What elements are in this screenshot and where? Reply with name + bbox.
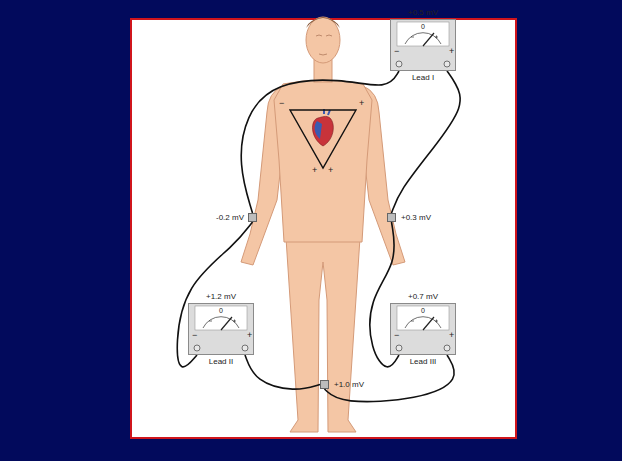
dial-zero: 0 xyxy=(391,307,455,315)
heart xyxy=(313,109,334,146)
electrode: -0.2 mV xyxy=(248,213,257,222)
polarity-sign: + xyxy=(312,166,317,175)
polarity-sign: + xyxy=(328,166,333,175)
terminal-sign: − xyxy=(394,47,399,56)
electrode-voltage: -0.2 mV xyxy=(216,213,244,223)
terminal-sign: + xyxy=(247,331,252,340)
terminal-sign: + xyxy=(449,331,454,340)
meter-face: 0 xyxy=(188,303,254,355)
meter-face: 0 xyxy=(390,303,456,355)
terminal-sign: + xyxy=(449,47,454,56)
electrode-voltage: +1.0 mV xyxy=(334,380,364,390)
lead-meter: +0.5 mV 0Lead I xyxy=(388,8,458,83)
terminal-sign: − xyxy=(394,331,399,340)
dial-zero: 0 xyxy=(189,307,253,315)
polarity-sign: + xyxy=(359,99,364,108)
lead-meter: +1.2 mV 0Lead II xyxy=(186,292,256,367)
lead-name: Lead III xyxy=(388,357,458,367)
polarity-sign: − xyxy=(279,99,284,108)
electrode: +1.0 mV xyxy=(320,380,329,389)
dial-zero: 0 xyxy=(391,23,455,31)
lead-name: Lead I xyxy=(388,73,458,83)
terminal-sign: − xyxy=(192,331,197,340)
lead-name: Lead II xyxy=(186,357,256,367)
electrode-voltage: +0.3 mV xyxy=(401,213,431,223)
voltage-value: +1.2 mV xyxy=(186,292,256,303)
lead-meter: +0.7 mV 0Lead III xyxy=(388,292,458,367)
voltage-value: +0.5 mV xyxy=(388,8,458,19)
lead-wire xyxy=(392,71,461,213)
lead-wire xyxy=(241,71,399,213)
einthoven-triangle xyxy=(290,110,356,168)
voltage-value: +0.7 mV xyxy=(388,292,458,303)
electrode: +0.3 mV xyxy=(387,213,396,222)
meter-face: 0 xyxy=(390,19,456,71)
lead-wire xyxy=(245,355,320,389)
